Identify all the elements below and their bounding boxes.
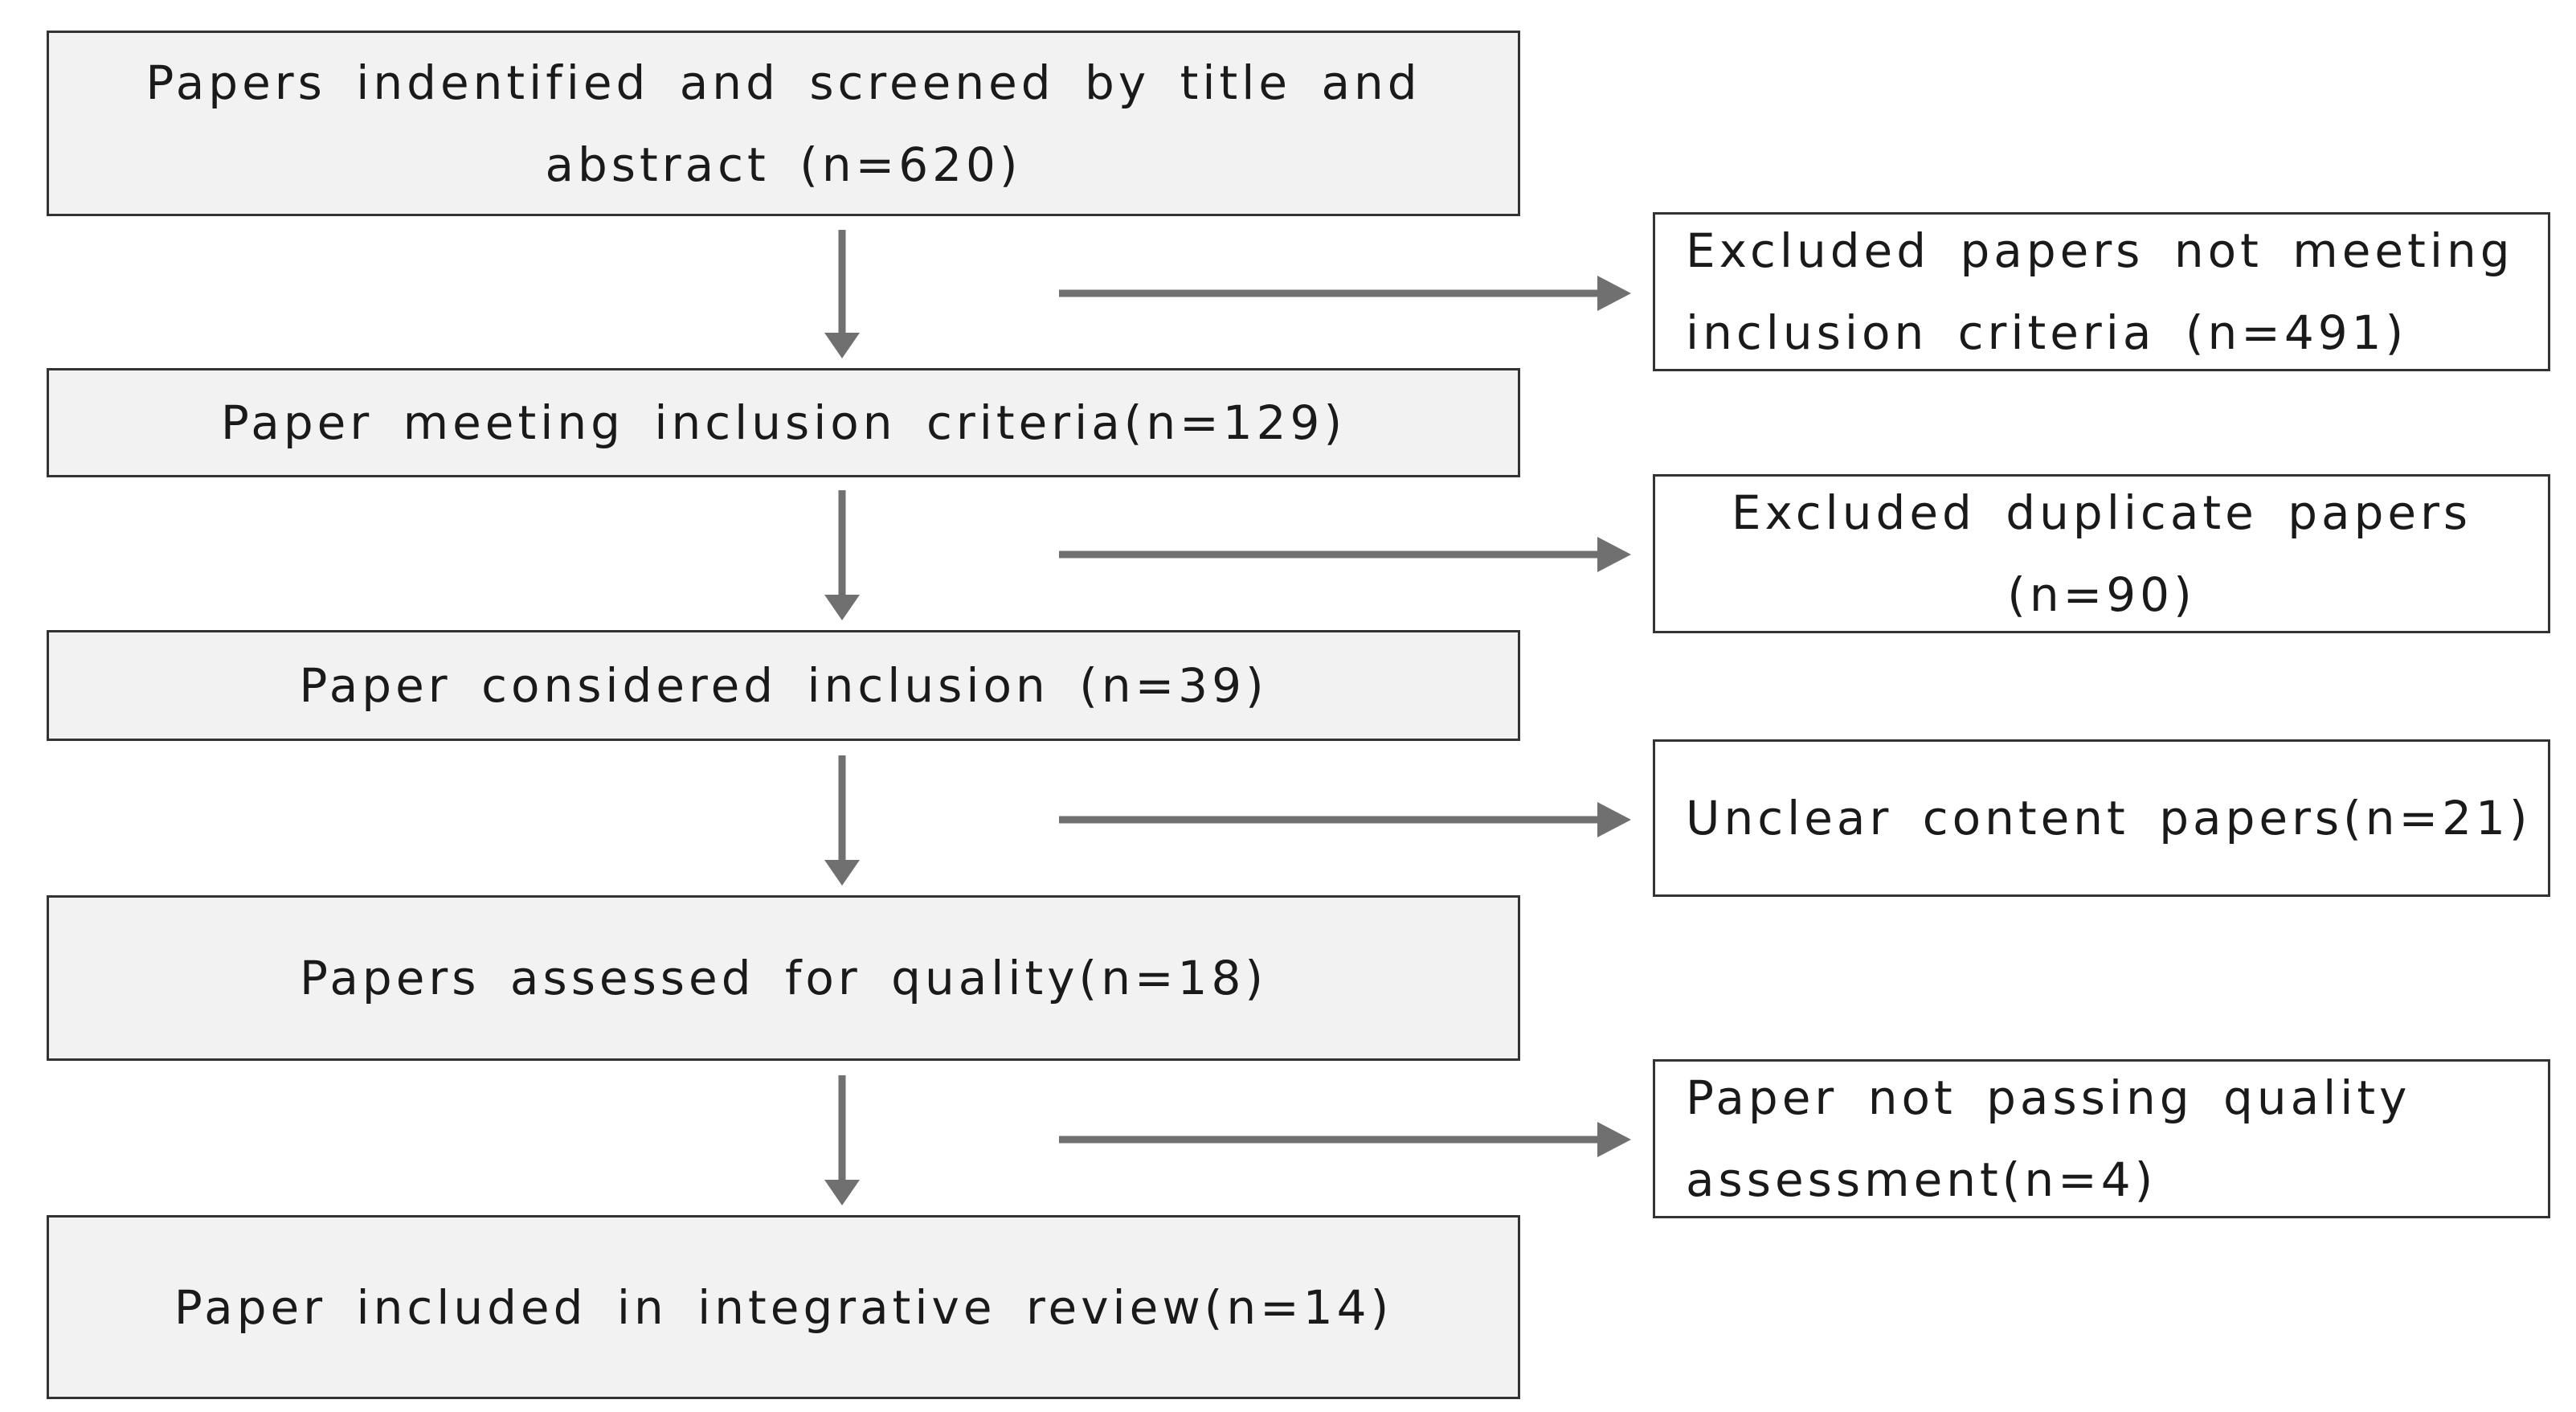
- down-arrow-2: [824, 490, 860, 620]
- box-excluded-duplicates-label: Excluded duplicate papers (n=90): [1731, 485, 2472, 622]
- down-arrow-3: [824, 755, 860, 886]
- box-unclear-content: Unclear content papers(n=21): [1653, 739, 2550, 897]
- right-arrow-2: [1059, 537, 1631, 572]
- box-excluded-duplicates: Excluded duplicate papers (n=90): [1653, 474, 2550, 633]
- box-meeting-inclusion-label: Paper meeting inclusion criteria(n=129): [220, 395, 1347, 450]
- box-included-review: Paper included in integrative review(n=1…: [47, 1215, 1520, 1399]
- right-arrow-3: [1059, 802, 1631, 837]
- box-unclear-content-label: Unclear content papers(n=21): [1686, 791, 2532, 845]
- right-arrow-1: [1059, 276, 1631, 311]
- box-assessed-quality-label: Papers assessed for quality(n=18): [300, 951, 1267, 1005]
- down-arrow-4: [824, 1075, 860, 1205]
- box-not-passing-quality: Paper not passing quality assessment(n=4…: [1653, 1059, 2550, 1218]
- box-identified-screened-label: Papers indentified and screened by title…: [145, 55, 1421, 192]
- box-considered-inclusion-label: Paper considered inclusion (n=39): [299, 658, 1268, 713]
- box-excluded-not-meeting: Excluded papers not meeting inclusion cr…: [1653, 212, 2550, 371]
- right-arrow-4: [1059, 1122, 1631, 1157]
- box-assessed-quality: Papers assessed for quality(n=18): [47, 895, 1520, 1061]
- box-included-review-label: Paper included in integrative review(n=1…: [174, 1279, 1393, 1335]
- box-not-passing-quality-label: Paper not passing quality assessment(n=4…: [1686, 1070, 2411, 1207]
- box-meeting-inclusion: Paper meeting inclusion criteria(n=129): [47, 368, 1520, 477]
- box-considered-inclusion: Paper considered inclusion (n=39): [47, 630, 1520, 741]
- box-excluded-not-meeting-label: Excluded papers not meeting inclusion cr…: [1686, 223, 2514, 360]
- box-identified-screened: Papers indentified and screened by title…: [47, 31, 1520, 216]
- down-arrow-1: [824, 230, 860, 358]
